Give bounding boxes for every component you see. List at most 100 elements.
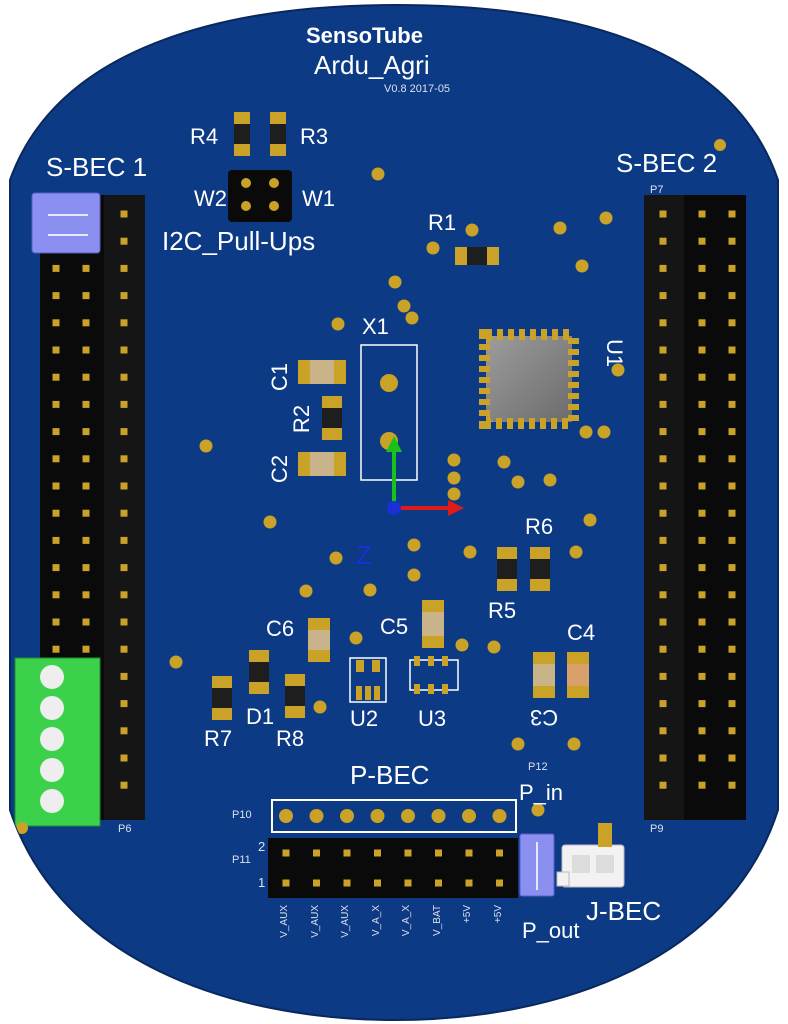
header-pin bbox=[404, 849, 412, 857]
header-pin bbox=[120, 618, 128, 626]
resistor-r2 bbox=[322, 396, 342, 440]
header-pin bbox=[728, 618, 736, 626]
via bbox=[349, 631, 363, 645]
i2c-jumpers[interactable] bbox=[228, 170, 292, 222]
header-pin bbox=[698, 428, 706, 436]
label-c5: C5 bbox=[380, 614, 409, 639]
header-pin bbox=[698, 237, 706, 245]
header-pin bbox=[698, 373, 706, 381]
pbec-label: P-BEC bbox=[350, 760, 430, 790]
label-x1: X1 bbox=[362, 314, 389, 339]
header-pin bbox=[496, 879, 503, 887]
header-pin bbox=[343, 849, 351, 857]
header-pin bbox=[728, 210, 736, 218]
label-p10: P10 bbox=[232, 809, 252, 821]
header-pin bbox=[659, 509, 667, 517]
header-pin bbox=[120, 400, 128, 408]
p-in-label: P_in bbox=[519, 780, 564, 805]
header-pin bbox=[698, 509, 706, 517]
label-u2: U2 bbox=[350, 706, 379, 731]
header-pin bbox=[659, 536, 667, 544]
header-pin bbox=[309, 809, 324, 823]
via bbox=[455, 638, 469, 652]
header-pin bbox=[698, 455, 706, 463]
header-pin bbox=[82, 536, 90, 544]
label-p11: P11 bbox=[232, 854, 251, 866]
header-pin bbox=[659, 645, 667, 653]
header-pin bbox=[659, 237, 667, 245]
header-pin bbox=[120, 672, 128, 680]
via bbox=[511, 475, 525, 489]
bottom-pin-label: V_A_X bbox=[401, 905, 412, 937]
header-pin bbox=[728, 237, 736, 245]
label-r6: R6 bbox=[525, 514, 554, 539]
sbec1-jumper[interactable] bbox=[31, 192, 101, 254]
header-pin bbox=[659, 700, 667, 708]
header-pin bbox=[82, 564, 90, 572]
header-pin bbox=[698, 346, 706, 354]
via bbox=[407, 538, 421, 552]
header-pin bbox=[659, 564, 667, 572]
header-pin bbox=[374, 849, 381, 857]
header-pin bbox=[343, 879, 351, 887]
via bbox=[299, 584, 313, 598]
header-pin bbox=[120, 482, 128, 490]
header-pin bbox=[698, 727, 706, 735]
header-pin bbox=[728, 536, 736, 544]
header-pin bbox=[52, 346, 60, 354]
header-pin bbox=[120, 754, 128, 762]
header-pin bbox=[120, 455, 128, 463]
header-pin bbox=[659, 346, 667, 354]
label-row1: 1 bbox=[258, 875, 266, 890]
label-r7: R7 bbox=[204, 726, 233, 751]
header-pin bbox=[82, 482, 90, 490]
header-pin bbox=[659, 618, 667, 626]
header-pin bbox=[120, 292, 128, 300]
header-pin bbox=[313, 849, 320, 857]
diode-d1 bbox=[249, 650, 269, 694]
header-pin bbox=[52, 264, 60, 272]
via bbox=[579, 425, 593, 439]
header-pin bbox=[120, 210, 128, 218]
bottom-pin-label: V_AUX bbox=[309, 905, 321, 938]
header-pin bbox=[52, 428, 60, 436]
label-r2: R2 bbox=[289, 404, 315, 434]
terminal-screw bbox=[40, 727, 64, 751]
vias bbox=[16, 139, 726, 834]
label-c1: C1 bbox=[267, 362, 293, 392]
header-pin bbox=[52, 400, 60, 408]
power-jumper[interactable] bbox=[519, 833, 555, 897]
via bbox=[388, 275, 402, 289]
header-pin bbox=[659, 781, 667, 789]
header-pin bbox=[659, 455, 667, 463]
header-pin bbox=[120, 591, 128, 599]
header-pin bbox=[728, 319, 736, 327]
header-pin bbox=[52, 591, 60, 599]
header-pin bbox=[728, 509, 736, 517]
header-pin bbox=[52, 455, 60, 463]
header-pin bbox=[728, 700, 736, 708]
header-pin bbox=[728, 373, 736, 381]
terminal-screw bbox=[40, 696, 64, 720]
header-pin bbox=[120, 727, 128, 735]
via bbox=[553, 221, 567, 235]
bottom-pin-label: +5V bbox=[462, 905, 473, 924]
via bbox=[199, 439, 213, 453]
header-pin bbox=[52, 536, 60, 544]
capacitor-c5 bbox=[422, 600, 444, 648]
capacitor-c1 bbox=[298, 360, 346, 384]
header-pin bbox=[698, 672, 706, 680]
label-c4: C4 bbox=[567, 620, 596, 645]
label-r3: R3 bbox=[300, 124, 329, 149]
header-pin bbox=[120, 509, 128, 517]
header-pin bbox=[82, 400, 90, 408]
header-pin bbox=[728, 781, 736, 789]
via bbox=[371, 167, 385, 181]
via bbox=[567, 737, 581, 751]
via bbox=[405, 311, 419, 325]
header-pin bbox=[82, 428, 90, 436]
header-pin bbox=[659, 373, 667, 381]
header-pin bbox=[659, 591, 667, 599]
capacitor-c4 bbox=[567, 652, 589, 698]
